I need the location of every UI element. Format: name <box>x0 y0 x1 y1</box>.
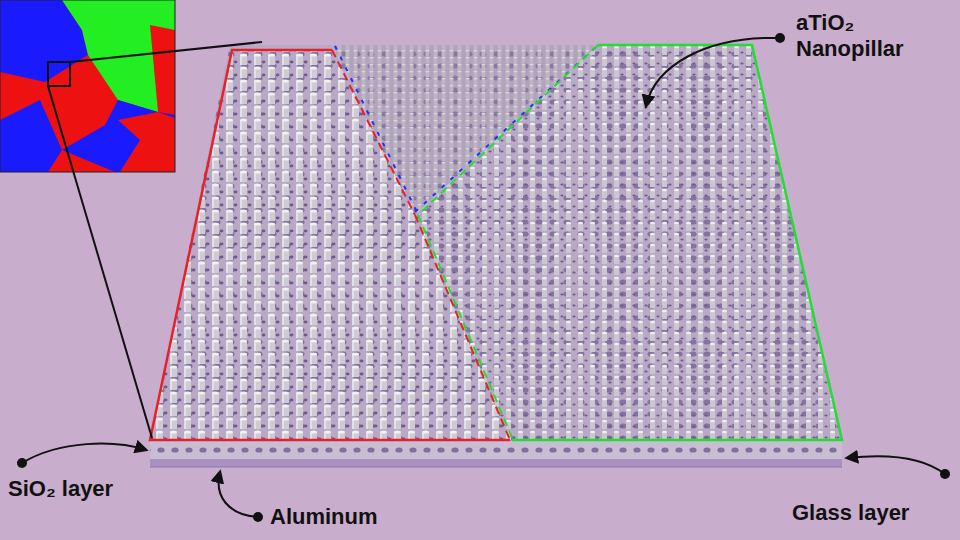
layer-label: Aluminum <box>270 504 410 530</box>
layer-label: Glass layer <box>792 500 942 526</box>
component-label: aTiO₂ Nanopillar <box>796 10 936 62</box>
layer-label: SiO₂ layer <box>8 476 158 502</box>
